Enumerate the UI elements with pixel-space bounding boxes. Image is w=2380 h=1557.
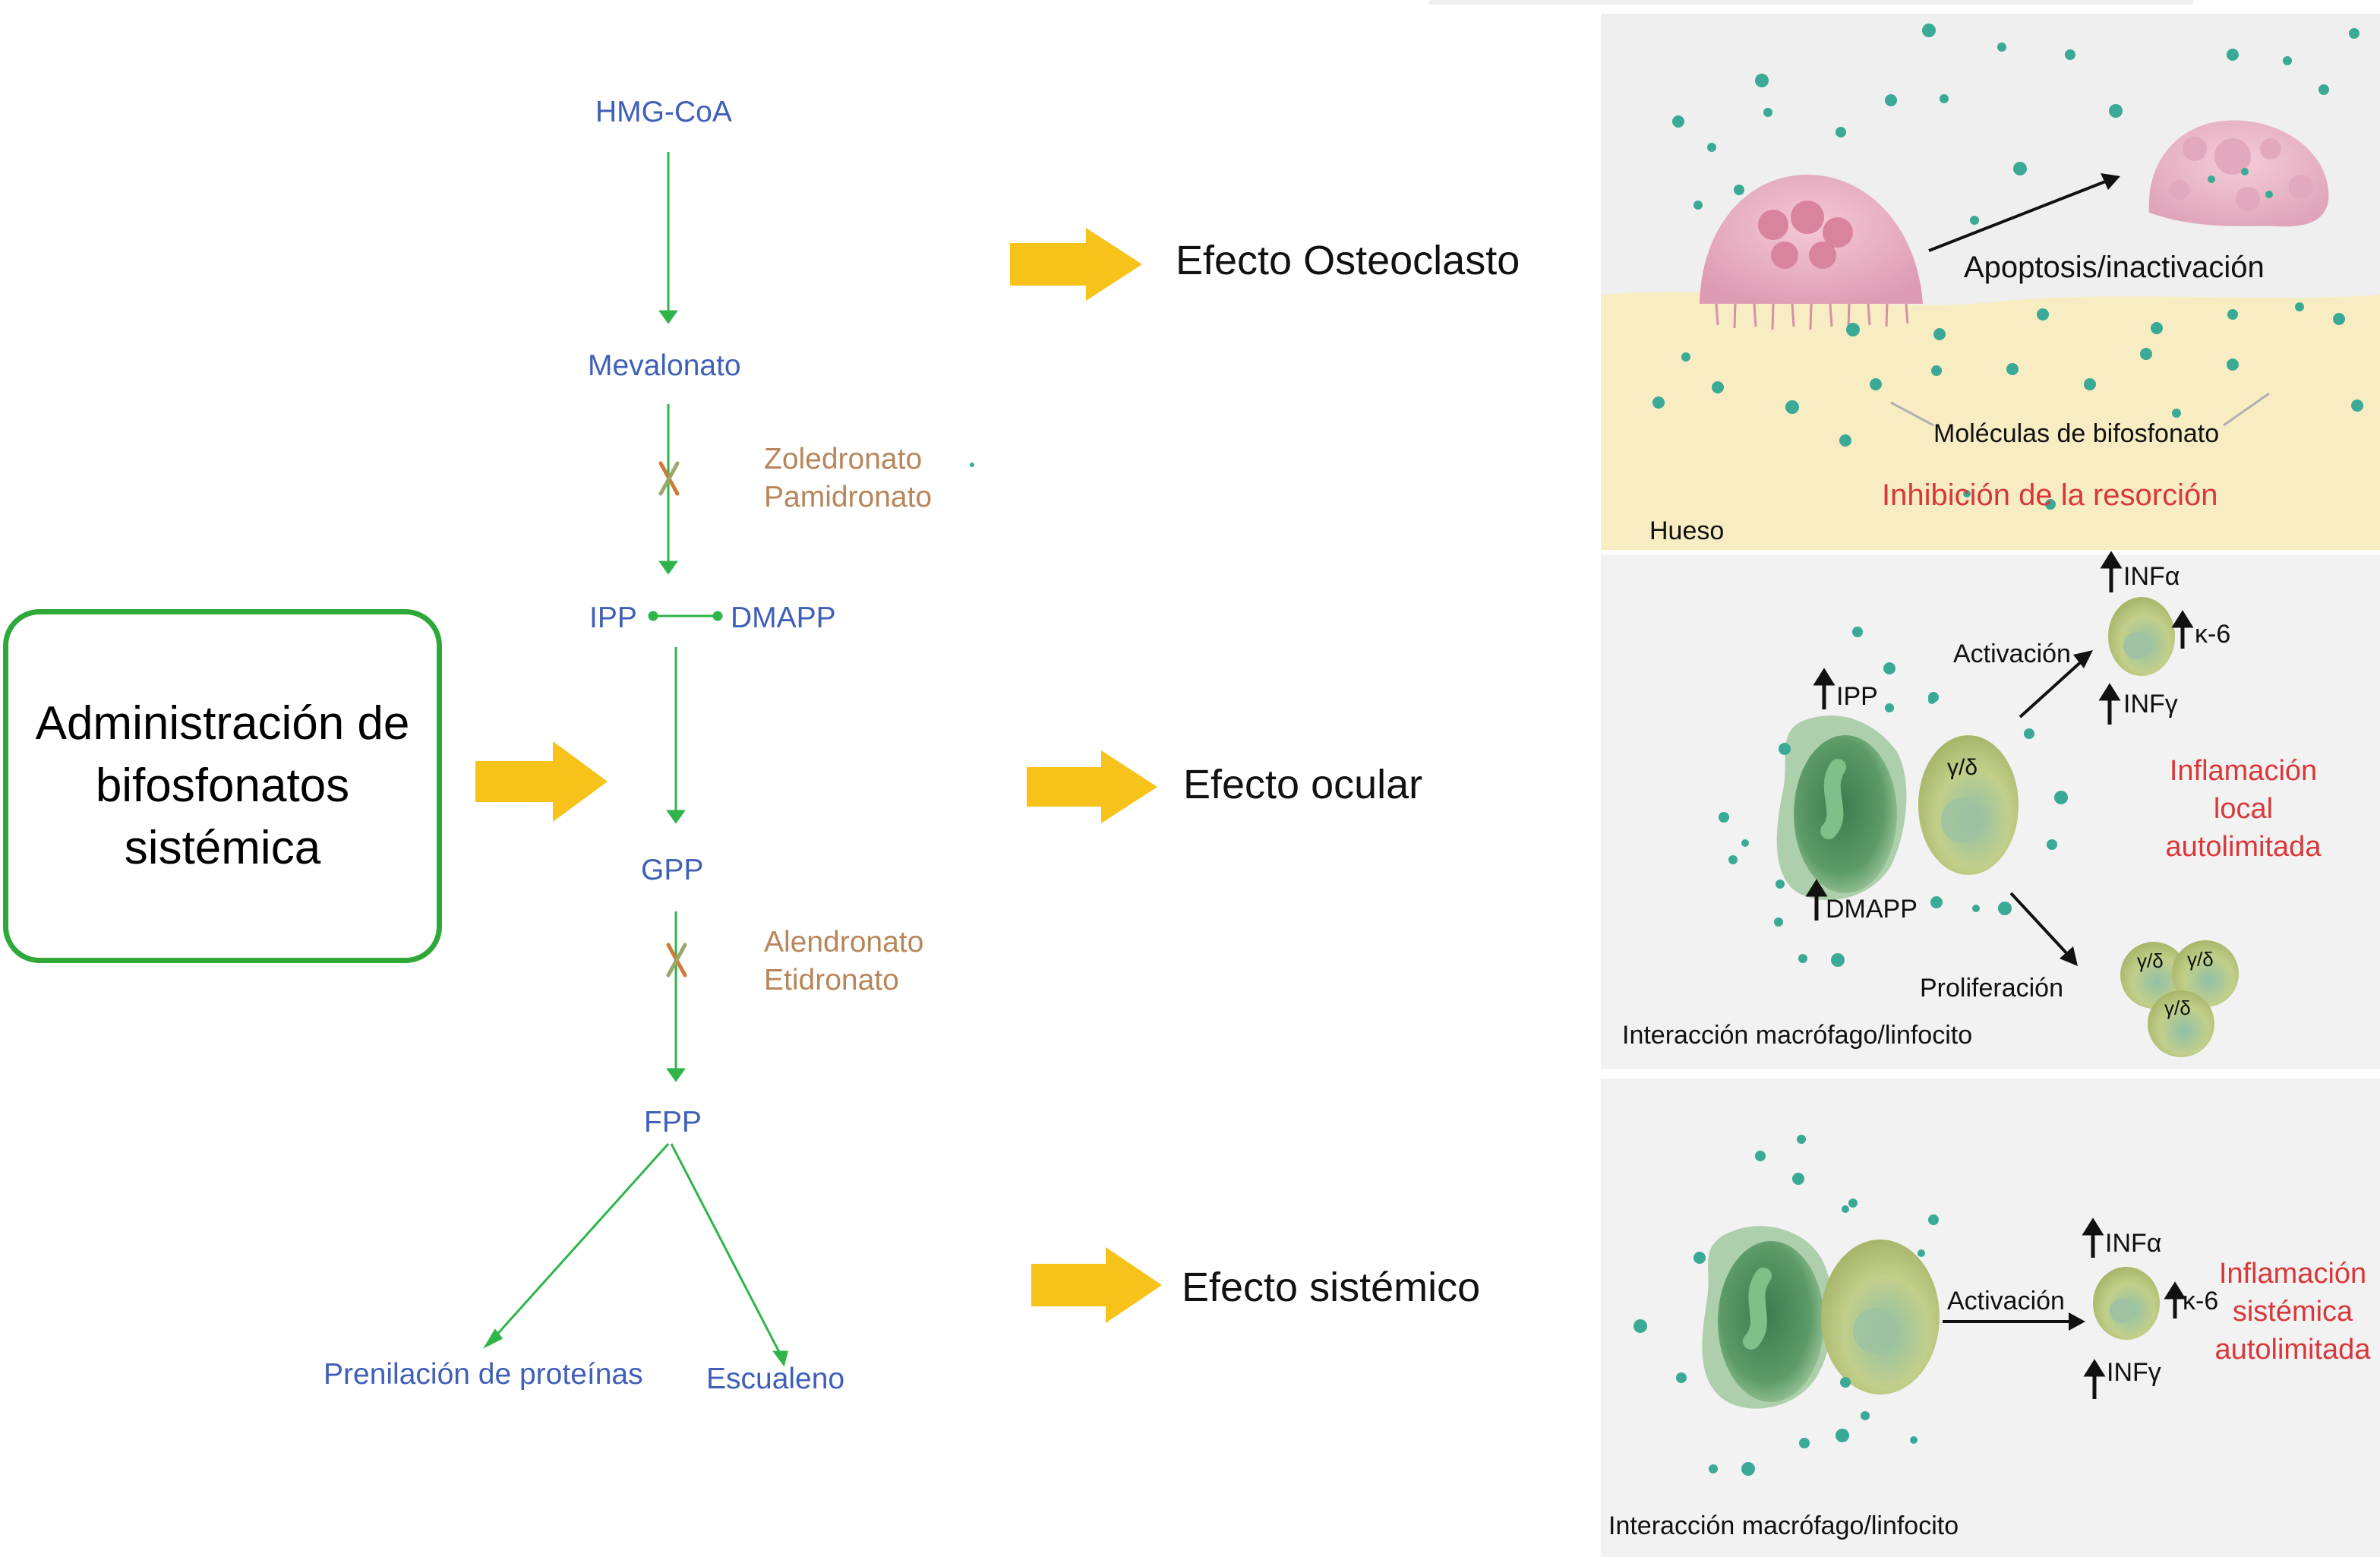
k6-ocular-label: κ-6 bbox=[2195, 620, 2231, 649]
ipp-label: IPP bbox=[589, 602, 637, 634]
caption-systemic: Interacción macrófago/linfocito bbox=[1608, 1511, 1959, 1540]
activated-lymphocyte-icon bbox=[2108, 597, 2175, 676]
admin-arrow bbox=[475, 741, 608, 822]
gd-label: γ/δ bbox=[2137, 949, 2164, 972]
pointer-line bbox=[2223, 392, 2270, 427]
molecules-label: Moléculas de bifosfonato bbox=[1933, 419, 2220, 448]
activated-lymphocyte-icon-systemic bbox=[2093, 1267, 2160, 1340]
gd-label: γ/δ bbox=[2164, 996, 2191, 1019]
stray-dot bbox=[970, 463, 974, 467]
osteoclast-icon bbox=[1700, 175, 1923, 330]
escualeno-label: Escualeno bbox=[706, 1363, 845, 1395]
admin-text: Administración de bifosfonatos sistémica bbox=[35, 697, 410, 874]
lymphocyte-icon bbox=[1918, 735, 2019, 875]
inflamacion-line: autolimitada bbox=[2214, 1334, 2371, 1366]
inhibitor-4: Etidronato bbox=[764, 964, 899, 996]
infg-ocular-label: INFγ bbox=[2123, 690, 2178, 718]
gd-label: γ/δ bbox=[1947, 755, 1978, 780]
lymphocyte-icon-systemic bbox=[1821, 1240, 1940, 1394]
apoptosis-arrow bbox=[1928, 178, 2112, 252]
apoptosis-label: Apoptosis/inactivación bbox=[1964, 251, 2265, 284]
bisphosphonate-dots bbox=[1633, 24, 2363, 1476]
macrophage-icon bbox=[1776, 715, 1907, 901]
infa-ocular-label: INFα bbox=[2123, 562, 2180, 591]
arrow-sistemico bbox=[1031, 1247, 1162, 1323]
inflamacion-line: autolimitada bbox=[2165, 831, 2322, 863]
arrow-ocular bbox=[1027, 750, 1157, 823]
dmapp-ocular-label: DMAPP bbox=[1826, 895, 1918, 924]
inflamacion-sistemica: Inflamación sistémica autolimitada bbox=[2205, 1255, 2380, 1369]
pointer-line bbox=[1890, 401, 1934, 427]
apoptotic-osteoclast-icon bbox=[2148, 120, 2329, 227]
gpp-label: GPP bbox=[641, 854, 704, 886]
proliferating-lymphocytes-icon bbox=[2120, 940, 2239, 1057]
caption-ocular: Interacción macrófago/linfocito bbox=[1622, 1021, 1973, 1050]
inhibition-x-icon bbox=[658, 461, 687, 977]
inhibition-label: Inhibición de la resorción bbox=[1882, 478, 2218, 512]
proliferation-arrow bbox=[2009, 892, 2070, 957]
prenilacion-label: Prenilación de proteínas bbox=[324, 1358, 643, 1391]
pathway-arrows bbox=[483, 152, 788, 1367]
yellow-arrows bbox=[475, 228, 1162, 1323]
inhibitor-2: Pamidronato bbox=[764, 481, 933, 513]
top-strip bbox=[1429, 0, 2193, 5]
mevalonato-label: Mevalonato bbox=[588, 349, 741, 382]
proliferacion-label: Proliferación bbox=[1920, 974, 2063, 1003]
effect-ocular: Efecto ocular bbox=[1183, 762, 1423, 807]
infa-systemic-label: INFα bbox=[2105, 1229, 2162, 1258]
up-arrow-icons bbox=[1805, 551, 2194, 1399]
inflamacion-line: Inflamación bbox=[2218, 1258, 2367, 1290]
inhibitor-3: Alendronato bbox=[764, 926, 924, 959]
hueso-label: Hueso bbox=[1649, 516, 1725, 545]
activation-arrow bbox=[2019, 658, 2085, 718]
inflamacion-line: Inflamación bbox=[2169, 755, 2318, 787]
inflamacion-line: local bbox=[2213, 793, 2274, 825]
gd-label: γ/δ bbox=[2187, 948, 2214, 971]
fpp-label: FPP bbox=[644, 1106, 702, 1139]
effect-osteoclasto: Efecto Osteoclasto bbox=[1176, 238, 1520, 283]
activacion-systemic-label: Activación bbox=[1947, 1287, 2065, 1315]
hmg-coa-label: HMG-CoA bbox=[595, 96, 732, 128]
ipp-ocular-label: IPP bbox=[1836, 682, 1878, 711]
bone-layer bbox=[1601, 292, 2380, 550]
inflamacion-local: Inflamación local autolimitada bbox=[2152, 752, 2334, 866]
dmapp-label: DMAPP bbox=[731, 602, 836, 634]
effect-sistemico: Efecto sistémico bbox=[1182, 1265, 1481, 1310]
infg-systemic-label: INFγ bbox=[2107, 1358, 2161, 1387]
arrow-osteoclasto bbox=[1010, 228, 1142, 301]
admin-box: Administración de bifosfonatos sistémica bbox=[3, 609, 442, 963]
macrophage-icon-systemic bbox=[1702, 1226, 1833, 1409]
k6-systemic-label: κ-6 bbox=[2183, 1287, 2219, 1315]
activacion-label: Activación bbox=[1953, 640, 2071, 668]
inflamacion-line: sistémica bbox=[2232, 1296, 2353, 1328]
inhibitor-1: Zoledronato bbox=[764, 443, 923, 475]
